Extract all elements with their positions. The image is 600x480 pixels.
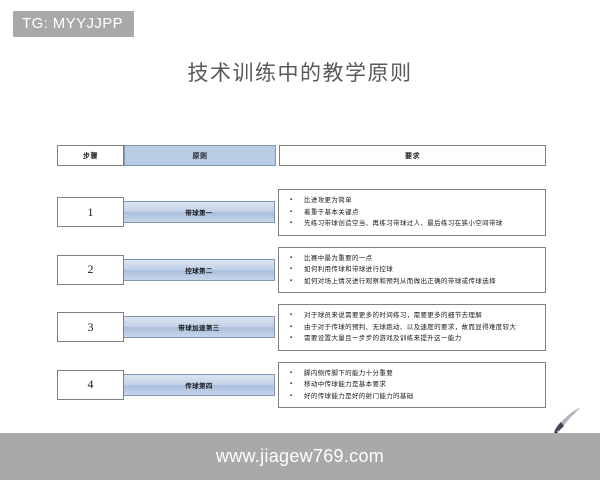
column-header-step: 步骤 <box>57 145 124 166</box>
requirement-item: ▪ 脚内侧传脚下的能力十分重要 <box>290 368 539 380</box>
square-bullet-icon: ▪ <box>290 369 293 376</box>
row-requirements: ▪ 比赛中最为重要的一点 ▪ 如何利用传球和带球进行控球 ▪ 如何对场上情况进行… <box>278 246 546 293</box>
square-bullet-icon: ▪ <box>290 335 293 341</box>
principles-table: 步骤 原则 要求 1 带球第一 ▪ 比进攻更为简单 ▪ 着重于基本关键点 ▪ 先… <box>57 145 546 419</box>
table-row: 3 带球加速第三 ▪ 对于球员来说需要更多的时间练习，需要更多的细节去理解 ▪ … <box>57 304 546 351</box>
table-row: 4 传球第四 ▪ 脚内侧传脚下的能力十分重要 ▪ 移动中传球能力是基本要求 ▪ … <box>57 361 546 408</box>
requirement-text: 好的传球能力是好的射门能力的基础 <box>304 392 414 400</box>
table-row: 1 带球第一 ▪ 比进攻更为简单 ▪ 着重于基本关键点 ▪ 先练习带球创造空当、… <box>57 189 546 236</box>
requirement-text: 比赛中最为重要的一点 <box>304 254 373 262</box>
square-bullet-icon: ▪ <box>290 197 293 203</box>
requirement-text: 脚内侧传脚下的能力十分重要 <box>304 369 394 377</box>
table-row: 2 控球第二 ▪ 比赛中最为重要的一点 ▪ 如何利用传球和带球进行控球 ▪ 如何… <box>57 246 546 293</box>
square-bullet-icon: ▪ <box>290 381 293 387</box>
square-bullet-icon: ▪ <box>290 220 293 226</box>
requirement-item: ▪ 着重于基本关键点 <box>290 207 539 219</box>
square-bullet-icon: ▪ <box>290 312 293 318</box>
square-bullet-icon: ▪ <box>290 277 293 284</box>
requirement-text: 先练习带球创造空当、再练习带球过人、最后练习在狭小空间带球 <box>304 220 503 227</box>
requirement-item: ▪ 好的传球能力是好的射门能力的基础 <box>290 391 539 403</box>
requirement-text: 比进攻更为简单 <box>304 197 352 204</box>
row-principle: 带球第一 <box>123 201 275 224</box>
square-bullet-icon: ▪ <box>290 323 293 330</box>
requirement-item: ▪ 比进攻更为简单 <box>290 195 539 207</box>
row-number: 3 <box>57 312 124 343</box>
row-principle: 带球加速第三 <box>123 316 275 339</box>
row-requirements: ▪ 脚内侧传脚下的能力十分重要 ▪ 移动中传球能力是基本要求 ▪ 好的传球能力是… <box>278 361 546 408</box>
row-requirements: ▪ 比进攻更为简单 ▪ 着重于基本关键点 ▪ 先练习带球创造空当、再练习带球过人… <box>278 189 546 236</box>
page-title: 技术训练中的教学原则 <box>187 61 413 85</box>
channel-tag: TG: MYYJJPP <box>13 11 135 38</box>
requirement-text: 如何对场上情况进行观察和预判从而做出正确的带球或传球选择 <box>304 277 496 285</box>
requirement-text: 需要设置大量且一步步的游戏及训练来提升这一能力 <box>304 335 462 342</box>
requirement-text: 着重于基本关键点 <box>304 208 359 216</box>
swoosh-logo-icon <box>548 406 582 436</box>
watermark-bar: www.jiagew769.com <box>0 433 600 480</box>
requirement-text: 对于球员来说需要更多的时间练习，需要更多的细节去理解 <box>304 312 483 319</box>
requirement-item: ▪ 由于对于传球的预判、无球跑动、以及速度的要求，故而显得难度较大 <box>290 322 539 334</box>
row-requirements: ▪ 对于球员来说需要更多的时间练习，需要更多的细节去理解 ▪ 由于对于传球的预判… <box>278 304 546 351</box>
column-header-principle: 原则 <box>124 145 276 166</box>
requirement-item: ▪ 移动中传球能力是基本要求 <box>290 379 539 391</box>
row-number: 4 <box>57 369 124 400</box>
square-bullet-icon: ▪ <box>290 208 293 215</box>
square-bullet-icon: ▪ <box>290 254 293 261</box>
requirement-item: ▪ 先练习带球创造空当、再练习带球过人、最后练习在狭小空间带球 <box>290 218 539 230</box>
watermark-text: www.jiagew769.com <box>215 446 385 466</box>
requirement-item: ▪ 需要设置大量且一步步的游戏及训练来提升这一能力 <box>290 333 539 345</box>
requirement-text: 如何利用传球和带球进行控球 <box>304 266 394 273</box>
requirement-text: 移动中传球能力是基本要求 <box>304 381 387 388</box>
square-bullet-icon: ▪ <box>290 266 293 272</box>
column-header-requirement: 要求 <box>279 145 546 166</box>
requirement-text: 由于对于传球的预判、无球跑动、以及速度的要求，故而显得难度较大 <box>304 323 517 331</box>
table-header-row: 步骤 原则 要求 <box>57 145 546 166</box>
requirement-item: ▪ 如何利用传球和带球进行控球 <box>290 264 539 276</box>
square-bullet-icon: ▪ <box>290 392 293 399</box>
row-principle: 控球第二 <box>123 258 275 281</box>
row-number: 1 <box>57 197 124 228</box>
requirement-item: ▪ 对于球员来说需要更多的时间练习，需要更多的细节去理解 <box>290 310 539 322</box>
requirement-item: ▪ 比赛中最为重要的一点 <box>290 253 539 265</box>
row-number: 2 <box>57 254 124 285</box>
requirement-item: ▪ 如何对场上情况进行观察和预判从而做出正确的带球或传球选择 <box>290 276 539 288</box>
row-principle: 传球第四 <box>123 373 275 396</box>
